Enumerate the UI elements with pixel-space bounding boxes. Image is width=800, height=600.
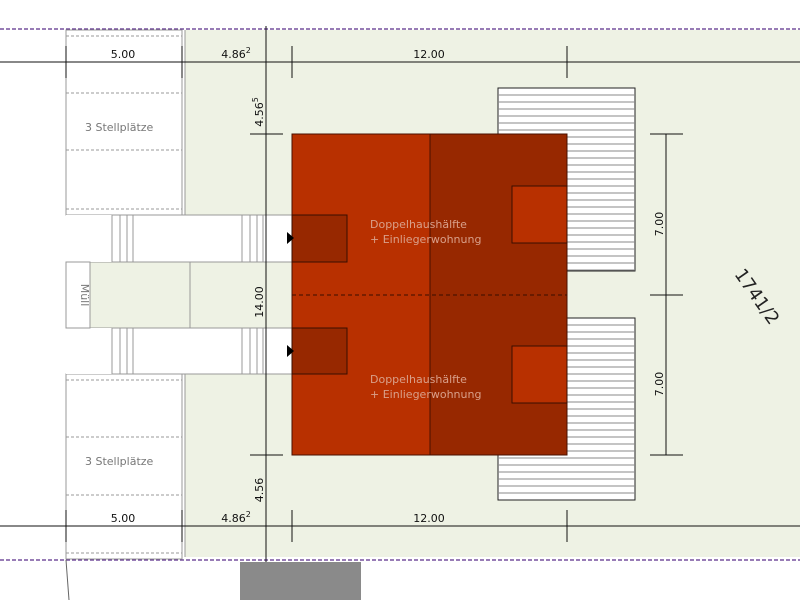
svg-text:7.00: 7.00 [653, 372, 666, 397]
walkway-top [66, 214, 292, 263]
svg-text:5.00: 5.00 [111, 512, 136, 525]
entrance-bottom [291, 327, 348, 375]
house-1-line2: + Einliegerwohnung [370, 233, 481, 246]
svg-text:4.565: 4.565 [251, 97, 266, 127]
entrance-arrow-icon [287, 232, 294, 244]
dimension-right: 7.00 7.00 [653, 212, 666, 397]
annex-bottom [511, 345, 568, 404]
svg-text:5.00: 5.00 [111, 48, 136, 61]
walkway-bottom [66, 327, 292, 375]
waste-box [65, 261, 91, 329]
annex-top [511, 185, 568, 244]
dimension-left: 4.565 14.00 4.56 [251, 97, 266, 502]
waste-label: Müll [78, 284, 91, 307]
house-1-line1: Doppelhaushälfte [370, 218, 467, 231]
parking-top-label: 3 Stellplätze [85, 121, 154, 134]
house-2-line2: + Einliegerwohnung [370, 388, 481, 401]
svg-text:12.00: 12.00 [413, 512, 445, 525]
svg-text:4.862: 4.862 [221, 510, 251, 525]
dimension-lines [0, 26, 800, 562]
svg-text:14.00: 14.00 [253, 286, 266, 318]
svg-text:4.862: 4.862 [221, 46, 251, 61]
parking-bottom: 3 Stellplätze [65, 373, 183, 560]
street-block [240, 562, 361, 600]
house-2-line1: Doppelhaushälfte [370, 373, 467, 386]
svg-text:12.00: 12.00 [413, 48, 445, 61]
entrance-arrow-icon [287, 345, 294, 357]
dimension-bottom: 5.00 4.862 12.00 [111, 510, 445, 525]
svg-text:4.56: 4.56 [253, 478, 266, 503]
entrance-top [291, 214, 348, 263]
waste-strip-ground [89, 261, 191, 329]
double-house: Doppelhaushälfte + Einliegerwohnung Dopp… [287, 133, 568, 456]
dimension-top: 5.00 4.862 12.00 [111, 46, 445, 61]
parking-bottom-label: 3 Stellplätze [85, 455, 154, 468]
svg-text:7.00: 7.00 [653, 212, 666, 237]
